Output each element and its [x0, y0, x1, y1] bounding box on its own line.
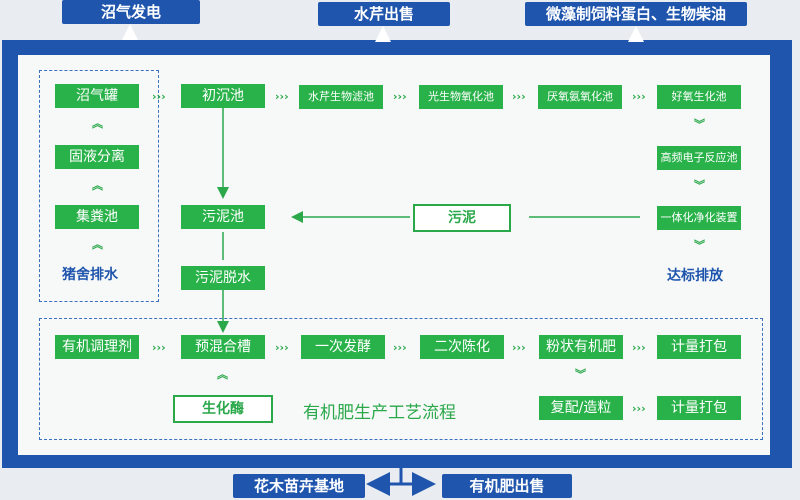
node-sludge-tank: 污泥池	[181, 205, 265, 229]
chevron-right-icon: ›››	[393, 341, 407, 354]
node-biogas-tank: 沼气罐	[55, 84, 139, 108]
node-premix: 预混合槽	[181, 335, 265, 359]
feed-protein-tag: 微藻制饲料蛋白、生物柴油	[525, 2, 747, 26]
node-pack-1: 计量打包	[657, 335, 741, 359]
node-pack-2: 计量打包	[657, 396, 741, 420]
diagram-canvas	[18, 55, 770, 455]
node-sludge-dewater: 污泥脱水	[181, 266, 265, 290]
chevron-right-icon: ›››	[275, 90, 289, 103]
node-biozyme: 生化酶	[173, 395, 273, 423]
chevron-down-icon: ︾	[575, 368, 586, 381]
process-title: 有机肥生产工艺流程	[303, 403, 456, 423]
node-plant-filter: 水芹生物滤池	[299, 85, 383, 109]
node-primary-settling: 初沉池	[181, 84, 265, 108]
chevron-up-icon: ︽	[92, 238, 103, 251]
chevron-up-icon: ︽	[92, 179, 103, 192]
chevron-up-icon: ︽	[217, 368, 228, 381]
chevron-right-icon: ›››	[632, 402, 646, 415]
chevron-right-icon: ›››	[152, 90, 166, 103]
node-organic-conditioner: 有机调理剂	[55, 335, 139, 359]
node-aerobic: 好氧生化池	[657, 85, 741, 109]
pig-farm-group	[39, 70, 159, 302]
chevron-right-icon: ›››	[512, 90, 526, 103]
chevron-up-icon: ︽	[92, 117, 103, 130]
node-hv-electron: 高频电子反应池	[657, 146, 741, 170]
chevron-right-icon: ›››	[393, 90, 407, 103]
node-compound-granulate: 复配/造粒	[539, 396, 623, 420]
node-sludge-center: 污泥	[413, 204, 511, 232]
biogas-power-tag: 沼气发电	[62, 0, 200, 24]
discharge-label: 达标排放	[667, 268, 723, 284]
chevron-down-icon: ︾	[694, 118, 705, 131]
fertilizer-group	[39, 318, 763, 440]
chevron-right-icon: ›››	[275, 341, 289, 354]
node-integrated-purify: 一体化净化装置	[657, 206, 741, 230]
chevron-right-icon: ›››	[632, 341, 646, 354]
duckweed-sale-tag: 水芹出售	[318, 2, 450, 26]
chevron-right-icon: ›››	[512, 341, 526, 354]
nursery-base-tag: 花木苗卉基地	[233, 474, 365, 498]
node-powder-fertilizer: 粉状有机肥	[539, 335, 623, 359]
node-solid-liquid-sep: 固液分离	[55, 145, 139, 169]
chevron-right-icon: ›››	[632, 90, 646, 103]
node-secondary-aging: 二次陈化	[420, 335, 504, 359]
pig-wastewater-label: 猪舍排水	[62, 267, 118, 283]
chevron-down-icon: ︾	[694, 179, 705, 192]
fertilizer-sale-tag: 有机肥出售	[442, 474, 572, 498]
node-anammox: 厌氧氨氧化池	[538, 85, 622, 109]
chevron-down-icon: ︾	[694, 239, 705, 252]
node-primary-ferment: 一次发酵	[301, 335, 385, 359]
node-photo-oxidation: 光生物氧化池	[419, 85, 503, 109]
chevron-right-icon: ›››	[152, 341, 166, 354]
node-manure-pit: 集粪池	[55, 205, 139, 229]
